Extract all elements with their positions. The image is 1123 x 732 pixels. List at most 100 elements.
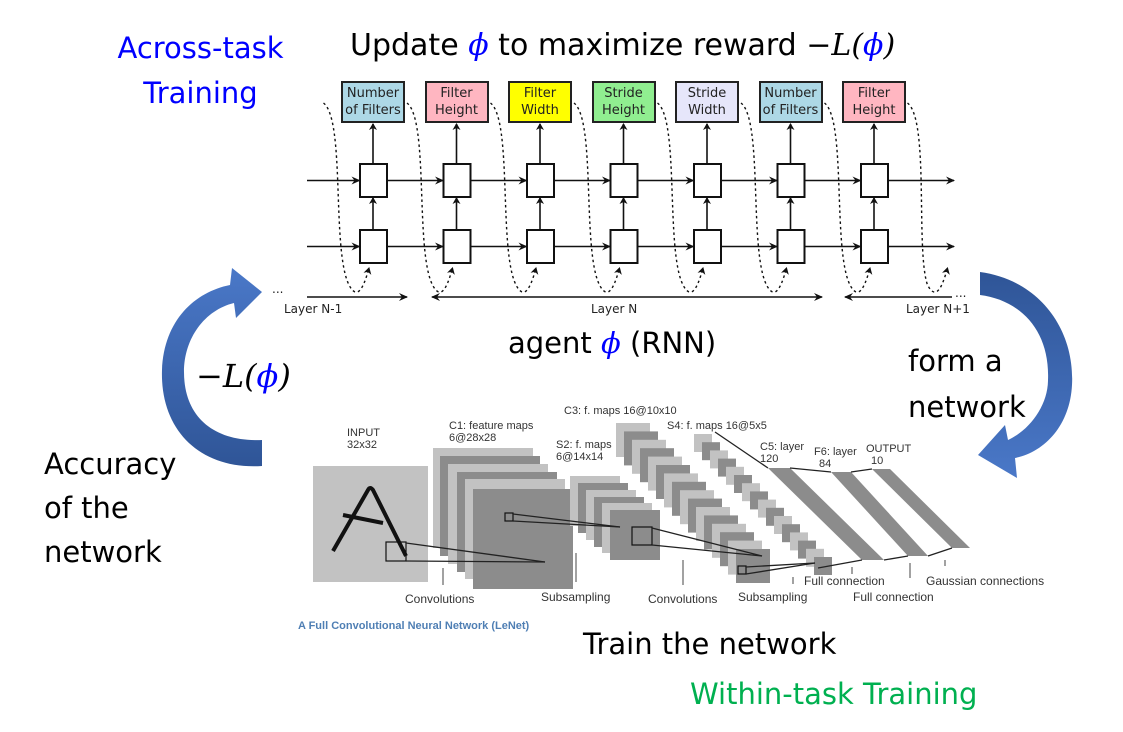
ellipsis-right: ... bbox=[955, 286, 967, 300]
connection-line bbox=[789, 467, 832, 473]
layer-n-plus-1-label: Layer N+1 bbox=[906, 302, 970, 316]
loss-close: ) bbox=[883, 28, 896, 63]
feedback-dotted-arrow bbox=[406, 102, 455, 293]
agent-rnn-label: agent ϕ (RNN) bbox=[508, 323, 716, 363]
rnn-cell-bottom bbox=[693, 229, 722, 264]
update-prefix: Update bbox=[350, 28, 469, 63]
connection-line bbox=[512, 520, 621, 528]
feedback-dotted-arrow bbox=[323, 102, 372, 293]
phi-symbol: ϕ bbox=[601, 326, 621, 360]
s4-line1: S4: f. maps 16@5x5 bbox=[667, 420, 767, 432]
phi-symbol: ϕ bbox=[256, 357, 279, 395]
hyperparam-label: Number of Filters bbox=[763, 85, 819, 119]
negative-loss-label: −L(ϕ) bbox=[196, 356, 291, 396]
lenet-c3-label: C3: f. maps 16@10x10 bbox=[564, 405, 677, 417]
feedback-dotted-arrow bbox=[740, 102, 789, 293]
hyperparam-label: Number of Filters bbox=[345, 85, 401, 119]
layer-n-label: Layer N bbox=[591, 302, 638, 316]
form-network-arrow-right bbox=[978, 272, 1073, 478]
input-line1: INPUT bbox=[347, 427, 380, 439]
rnn-cell-top bbox=[693, 163, 722, 198]
loss-symbol: −L( bbox=[806, 28, 864, 63]
hyperparam-line2: of Filters bbox=[345, 103, 401, 118]
ellipsis-left: ... bbox=[272, 282, 284, 296]
lenet-f6-label: F6: layer 84 bbox=[814, 446, 857, 470]
receptive-field-box bbox=[385, 541, 407, 562]
within-task-training-title: Within-task Training bbox=[690, 677, 978, 711]
c5-line2: 120 bbox=[760, 453, 779, 465]
rnn-cell-top bbox=[609, 163, 639, 198]
hyperparam-line1: Number bbox=[346, 86, 400, 101]
hyperparam-line1: Stride bbox=[604, 86, 643, 101]
accuracy-of-network-label: Accuracy of the network bbox=[44, 442, 176, 574]
accuracy-line3: network bbox=[44, 535, 162, 569]
across-task-line1: Across-task bbox=[117, 31, 284, 65]
hyperparam-line2: Height bbox=[435, 103, 478, 118]
phi-symbol: ϕ bbox=[863, 28, 884, 63]
rnn-cell-bottom bbox=[359, 229, 388, 264]
hyperparam-line2: of Filters bbox=[762, 103, 819, 118]
connection-line bbox=[745, 562, 816, 575]
f6-layer bbox=[831, 472, 928, 556]
op-full-connection-2: Full connection bbox=[853, 590, 934, 604]
hyperparam-line2: Width bbox=[521, 103, 559, 118]
input-plane bbox=[313, 466, 428, 582]
train-the-network-label: Train the network bbox=[583, 627, 837, 661]
connection-line bbox=[883, 555, 909, 561]
across-task-training-title: Across-task Training bbox=[113, 26, 288, 116]
s4-feature-map bbox=[814, 557, 832, 575]
accuracy-line1: Accuracy bbox=[44, 447, 177, 481]
receptive-field-box bbox=[737, 565, 747, 575]
input-line2: 32x32 bbox=[347, 439, 377, 451]
rnn-controller-graph bbox=[307, 102, 955, 301]
rnn-cell-top bbox=[526, 163, 555, 198]
op-convolutions-1: Convolutions bbox=[405, 592, 475, 606]
c1-feature-map bbox=[473, 489, 573, 587]
feedback-dotted-arrow bbox=[824, 102, 873, 293]
hyperparam-line2: Height bbox=[852, 103, 896, 118]
c1-line2: 6@28x28 bbox=[449, 432, 497, 444]
accuracy-line2: of the bbox=[44, 491, 129, 525]
connection-line bbox=[817, 559, 863, 569]
op-gaussian-connections: Gaussian connections bbox=[926, 574, 1045, 588]
hyperparam-line2: Width bbox=[688, 103, 726, 118]
c5-layer bbox=[768, 468, 884, 560]
connection-line bbox=[850, 468, 873, 473]
loss-close: ) bbox=[278, 357, 291, 395]
hyperparam-line1: Filter bbox=[440, 86, 473, 101]
layer-n-minus-1-label: Layer N-1 bbox=[284, 302, 343, 316]
hyperparam-line1: Number bbox=[764, 86, 817, 101]
form-line1: form a bbox=[908, 344, 1003, 378]
rnn-cell-bottom bbox=[776, 229, 806, 264]
form-line2: network bbox=[908, 390, 1026, 424]
rnn-cell-top bbox=[776, 163, 806, 198]
connection-line bbox=[512, 513, 621, 528]
hyperparam-box: Number of Filters bbox=[341, 81, 405, 123]
rnn-cell-top bbox=[442, 163, 472, 198]
s2-line1: S2: f. maps bbox=[556, 439, 612, 451]
op-convolutions-2: Convolutions bbox=[648, 592, 718, 606]
rnn-cell-bottom bbox=[609, 229, 639, 264]
rnn-cell-top bbox=[860, 163, 889, 198]
feedback-arrow-left bbox=[161, 268, 262, 467]
lenet-output-label: OUTPUT 10 bbox=[866, 443, 911, 467]
connection-line bbox=[405, 542, 546, 563]
c5-line1: C5: layer bbox=[760, 441, 805, 453]
hyperparam-line2: Height bbox=[602, 103, 645, 118]
op-full-connection-1: Full connection bbox=[804, 574, 885, 588]
connection-line bbox=[651, 544, 763, 557]
output-line1: OUTPUT bbox=[866, 443, 912, 455]
rnn-cell-bottom bbox=[442, 229, 472, 264]
agent-prefix: agent bbox=[508, 326, 601, 360]
lenet-c1-label: C1: feature maps 6@28x28 bbox=[449, 420, 533, 444]
lenet-c5-label: C5: layer 120 bbox=[760, 441, 804, 465]
output-layer bbox=[872, 469, 970, 548]
lenet-architecture-figure bbox=[313, 423, 970, 589]
lenet-caption: A Full Convolutional Neural Network (LeN… bbox=[298, 620, 530, 632]
